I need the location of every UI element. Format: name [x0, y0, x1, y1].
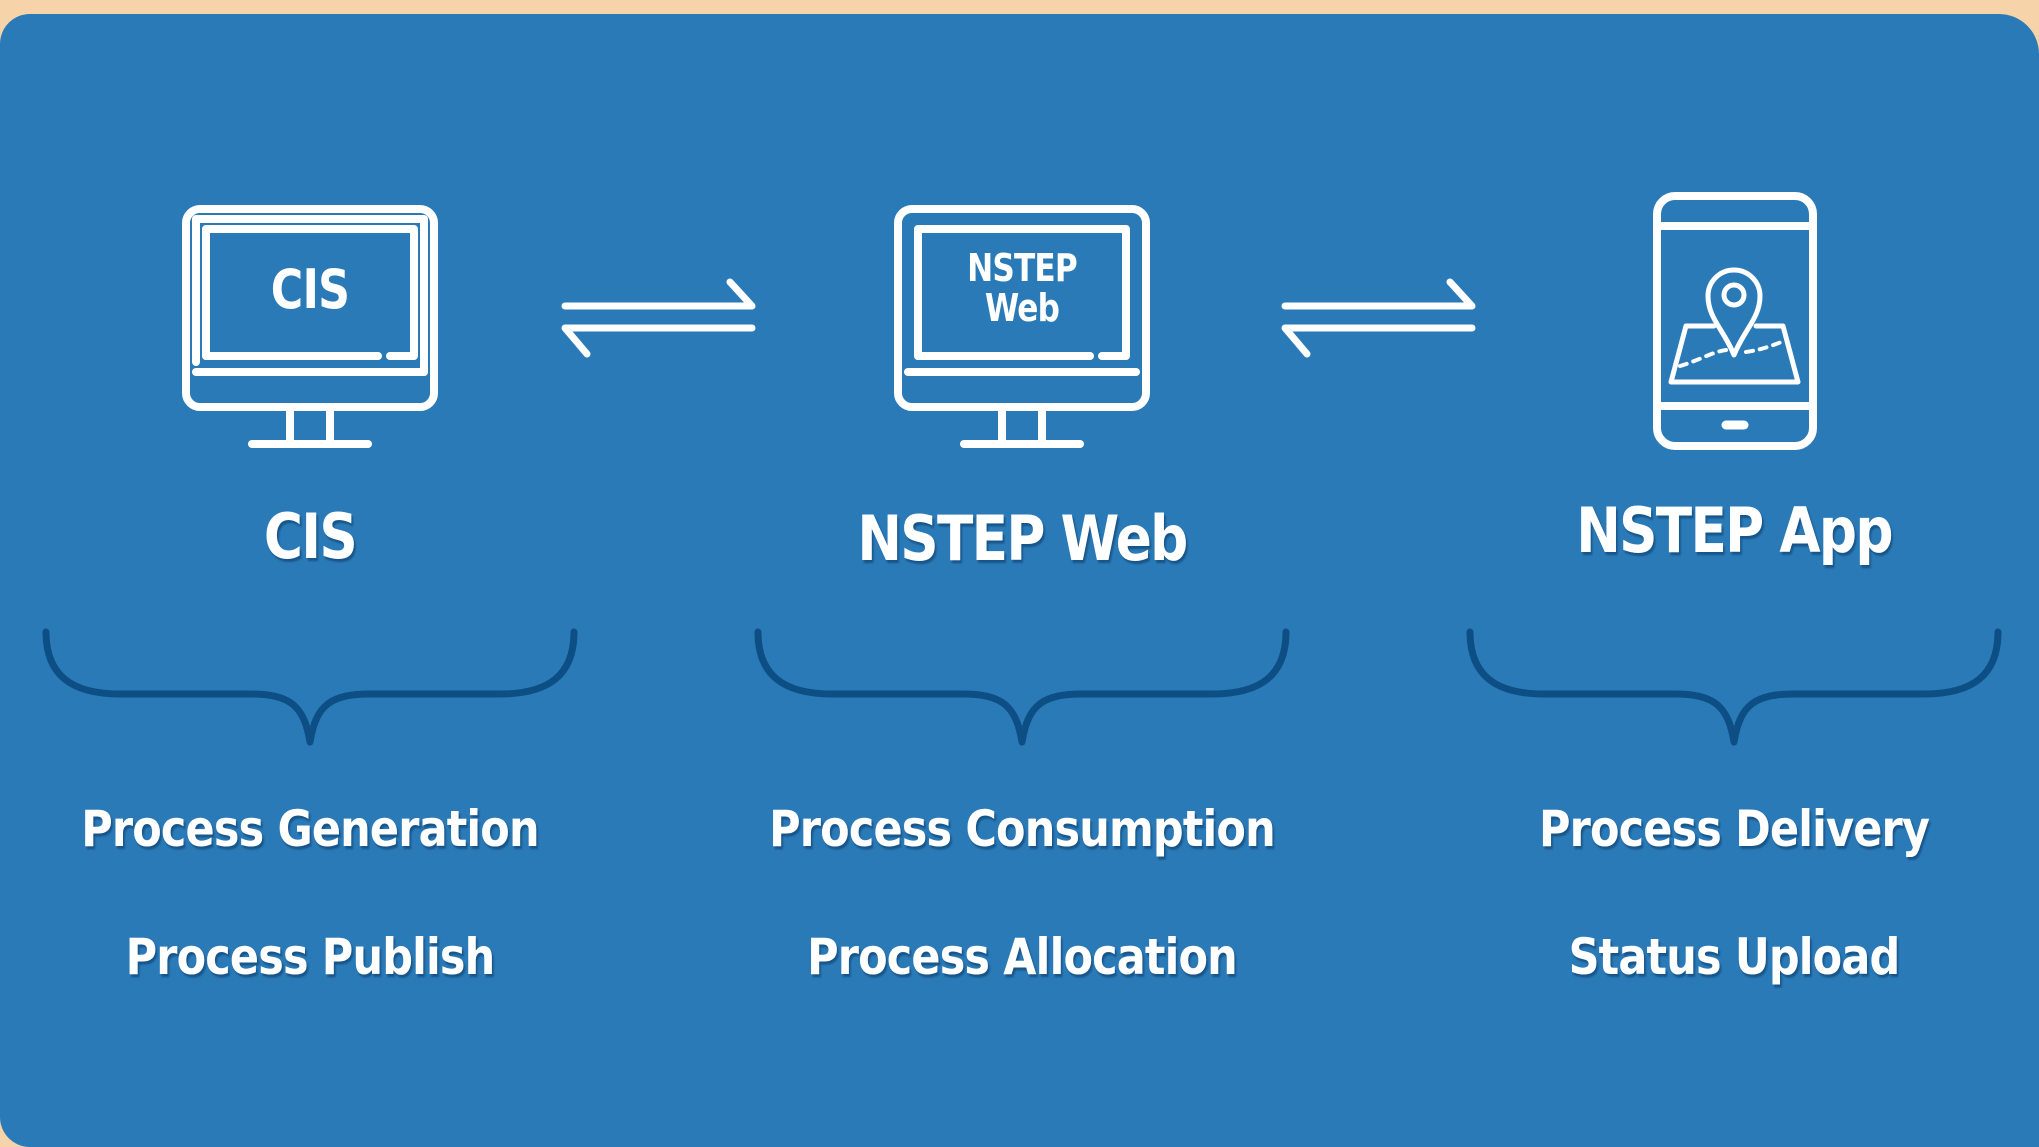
- curly-brace: [42, 628, 578, 746]
- node-item: Process Publish: [125, 928, 496, 986]
- curly-brace: [754, 628, 1290, 746]
- node-title-cis: CIS: [263, 500, 358, 573]
- node-item: Status Upload: [1568, 928, 1901, 986]
- nstep-web-monitor-icon: [894, 205, 1150, 448]
- screen-line: NSTEP: [967, 246, 1078, 290]
- diagram-panel: [0, 14, 2039, 1147]
- cis-monitor-icon: [182, 205, 438, 448]
- node-item: Process Consumption: [769, 800, 1276, 858]
- bidirectional-arrows-icon: [1281, 278, 1476, 358]
- node-item: Process Allocation: [807, 928, 1238, 986]
- node-title-nstep-app: NSTEP App: [1576, 494, 1893, 567]
- node-item: Process Generation: [81, 800, 539, 858]
- smartphone-map-pin-icon: [1653, 192, 1817, 450]
- bidirectional-arrows-icon: [561, 278, 756, 358]
- cis-screen-label: CIS: [270, 258, 350, 321]
- node-item: Process Delivery: [1538, 800, 1930, 858]
- curly-brace: [1466, 628, 2002, 746]
- node-title-nstep-web: NSTEP Web: [857, 502, 1188, 575]
- screen-line: Web: [984, 286, 1060, 330]
- nstep-web-screen-label: NSTEP Web: [967, 246, 1078, 330]
